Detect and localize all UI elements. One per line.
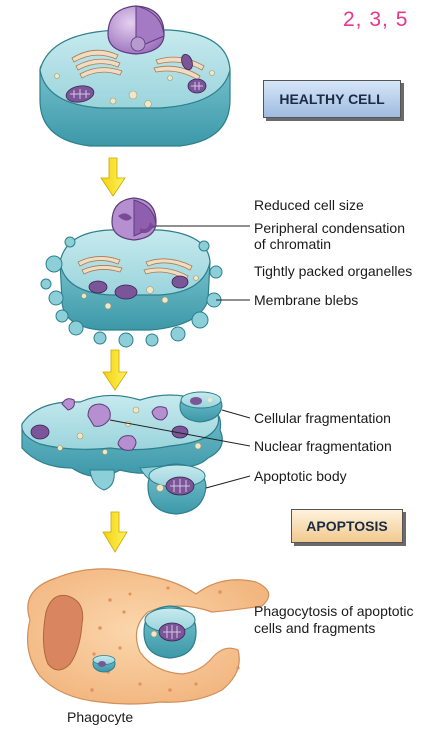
fragmenting-cell: [21, 391, 223, 515]
label-reduced-cell-size: Reduced cell size: [254, 197, 364, 213]
healthy-cell-badge: HEALTHY CELL: [263, 80, 401, 118]
nucleus: [107, 5, 165, 55]
label-tightly-packed-organelles: Tightly packed organelles: [254, 263, 413, 279]
label-cells-and-fragments: cells and fragments: [254, 620, 376, 636]
membrane-blebs: [40, 236, 223, 348]
label-phagocyte: Phagocyte: [67, 709, 134, 725]
label-cellular-fragmentation: Cellular fragmentation: [254, 410, 391, 426]
engulfed-apoptotic-body: [143, 605, 197, 659]
label-peripheral-condensation: Peripheral condensation: [254, 220, 405, 236]
leader-lines: [109, 225, 251, 489]
healthy-cell: [39, 5, 231, 147]
label-nuclear-fragmentation: Nuclear fragmentation: [254, 438, 392, 454]
phagocyte-granules: [90, 586, 240, 692]
arrow-down-icon: [102, 349, 128, 391]
apoptosis-badge: APOPTOSIS: [291, 509, 403, 543]
shrinking-cell: [40, 197, 223, 348]
mitochondria: [65, 53, 207, 103]
apoptotic-body: [147, 463, 207, 515]
label-membrane-blebs: Membrane blebs: [254, 292, 359, 308]
phagocyte-cell: [27, 568, 270, 705]
label-of-chromatin: of chromatin: [254, 236, 332, 252]
detached-fragment: [179, 391, 223, 423]
condensed-nucleus: [111, 197, 157, 241]
nuclear-fragments: [61, 398, 168, 451]
arrow-down-icon: [102, 511, 128, 553]
engulfed-fragment: [92, 655, 116, 673]
page-number: 2, 3, 5: [343, 8, 409, 31]
label-phagocytosis: Phagocytosis of apoptotic: [254, 603, 414, 619]
arrow-down-icon: [100, 157, 126, 197]
label-apoptotic-body: Apoptotic body: [254, 468, 347, 484]
